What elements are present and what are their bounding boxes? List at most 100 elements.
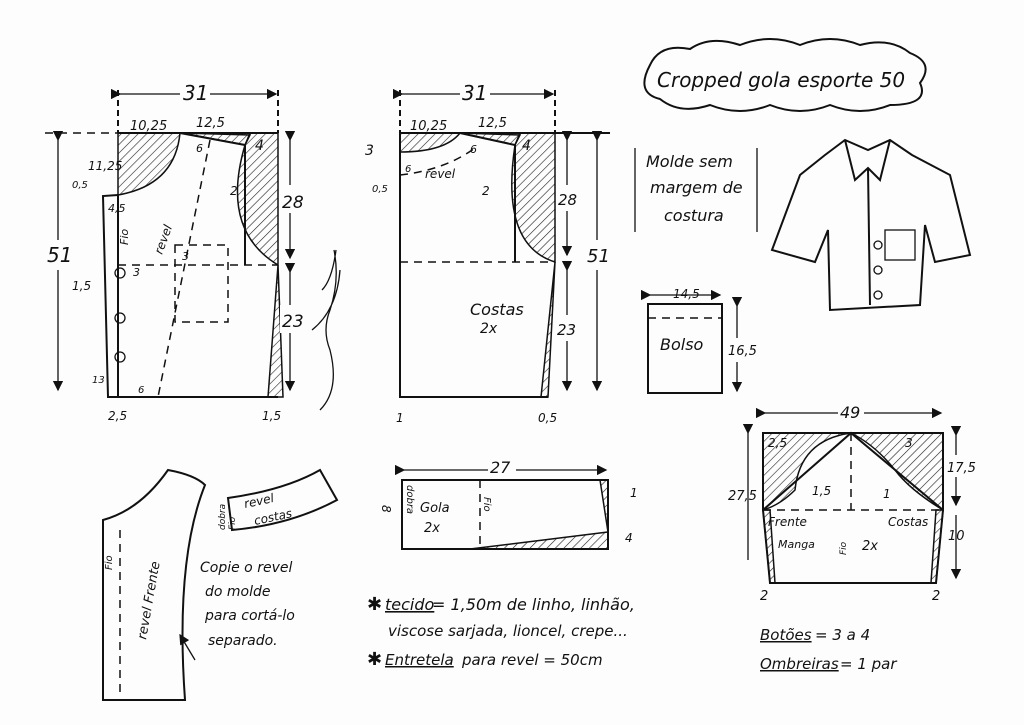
front-lower-label: 23 xyxy=(282,312,304,332)
sleeve-back-curve: 1 xyxy=(883,487,891,501)
shoulder-pads-text: = 1 par xyxy=(840,655,897,673)
front-facing-piece: Fio revel Frente xyxy=(102,468,207,701)
shoulder-pads-label: Ombreiras xyxy=(760,655,839,673)
collar-grain: Fio xyxy=(481,497,492,512)
front-ext-width: 4,5 xyxy=(108,202,126,215)
buttons-label: Botões xyxy=(760,626,812,644)
front-curve: 1,5 xyxy=(72,279,91,293)
back-bodice-piece: 31 51 28 23 10,25 12,5 4 3 0,5 6 6 revel… xyxy=(365,80,613,425)
sleeve-hem-right: 2 xyxy=(932,589,940,604)
front-length-label: 51 xyxy=(47,243,72,267)
pocket-piece: 14,5 16,5 Bolso xyxy=(640,287,757,394)
pocket-label: Bolso xyxy=(660,335,704,354)
sleeve-back-label: Costas xyxy=(888,515,928,529)
back-qty: 2x xyxy=(480,321,498,337)
back-length-label: 51 xyxy=(587,246,610,267)
asterisk-icon: ✱ xyxy=(367,649,382,670)
collar-label: Gola xyxy=(420,501,450,516)
back-neck-small: 0,5 xyxy=(372,184,388,195)
instruction-line: para cortá-lo xyxy=(204,608,295,624)
fabric-text: = 1,50m de linho, linhão, xyxy=(432,595,635,614)
seam-allowance-note: Molde sem margem de costura xyxy=(634,148,758,232)
collar-width: 27 xyxy=(490,458,511,477)
back-neck-width: 10,25 xyxy=(410,119,447,134)
sleeve-front-curve: 1,5 xyxy=(812,484,831,498)
sleeve-total: 27,5 xyxy=(728,489,757,504)
front-grain: Fio xyxy=(118,229,131,245)
interfacing-label: Entretela xyxy=(385,651,454,669)
collar-piece: 27 dobra Gola 2x Fio 8 1 4 xyxy=(379,455,638,550)
front-button-top: 3 xyxy=(133,266,140,279)
front-neck-depth: 11,25 xyxy=(88,159,122,173)
front-revel-label: revel xyxy=(152,222,176,256)
sleeve-cap-height: 17,5 xyxy=(947,461,976,476)
front-width-label: 31 xyxy=(183,81,208,105)
fabric-label: tecido xyxy=(385,595,435,614)
sleeve-front-label: Frente xyxy=(768,515,807,529)
sleeve-width: 49 xyxy=(840,403,860,422)
interfacing-text: para revel = 50cm xyxy=(461,651,603,669)
sleeve-hem-left: 2 xyxy=(760,589,768,604)
facing-back-grain: Fio xyxy=(228,516,238,530)
front-ext-top: 0,5 xyxy=(72,180,88,191)
collar-top: 1 xyxy=(630,486,638,500)
facing-instructions: Copie o revel do molde para cortá-lo sep… xyxy=(200,560,295,649)
back-revel-label: revel xyxy=(425,167,456,181)
back-neck-mark: 6 xyxy=(470,143,477,156)
back-facing-piece: dobra Fio revel costas xyxy=(218,468,339,532)
back-piece-label: Costas xyxy=(470,300,524,319)
collar-height: 8 xyxy=(379,505,393,513)
instruction-line: do molde xyxy=(205,584,271,600)
back-hem-right: 0,5 xyxy=(538,411,557,425)
collar-bottom: 4 xyxy=(625,531,633,545)
front-hem-ext: 2,5 xyxy=(108,409,127,423)
sleeve-front-cap: 2,5 xyxy=(768,436,787,450)
button-mark xyxy=(114,267,126,279)
back-facing-depth: 6 xyxy=(405,164,411,175)
sleeve-label: Manga xyxy=(778,538,815,551)
front-side-hem: 1,5 xyxy=(262,409,281,423)
sleeve-piece: 49 27,5 17,5 10 2,5 3 1,5 1 Frente Costa… xyxy=(728,400,976,604)
facing-front-label: revel Frente xyxy=(135,560,163,640)
sleeve-back-cap: 3 xyxy=(905,436,913,450)
back-shoulder-drop: 4 xyxy=(522,138,531,154)
back-width-label: 31 xyxy=(462,81,487,105)
front-pocket-top: 3 xyxy=(182,250,189,263)
back-armhole: 2 xyxy=(482,184,490,198)
pattern-title: Cropped gola esporte 50 xyxy=(657,68,905,92)
sleeve-qty: 2x xyxy=(862,539,878,554)
facing-back-fold: dobra xyxy=(218,504,228,530)
collar-qty: 2x xyxy=(424,521,440,536)
instruction-line: separado. xyxy=(208,633,278,649)
collar-fold: dobra xyxy=(404,485,415,514)
back-lower-label: 23 xyxy=(557,321,576,339)
facing-front-grain: Fio xyxy=(104,555,115,570)
instruction-line: Copie o revel xyxy=(200,560,292,576)
front-bodice-piece: 31 51 28 23 10,25 12,5 4 11,25 0,5 4,5 6… xyxy=(45,80,308,423)
front-upper-label: 28 xyxy=(282,193,304,213)
front-neck-width: 10,25 xyxy=(130,119,167,134)
button-mark xyxy=(114,312,126,324)
materials-notes: ✱ tecido = 1,50m de linho, linhão, visco… xyxy=(367,594,897,673)
sleeve-lower: 10 xyxy=(948,529,965,544)
buttons-text: = 3 a 4 xyxy=(815,626,870,644)
title-cloud: Cropped gola esporte 50 xyxy=(643,38,927,112)
front-shoulder-drop: 4 xyxy=(255,138,264,154)
back-upper-label: 28 xyxy=(558,191,577,209)
facing-back-label-1: revel xyxy=(243,491,276,511)
back-shoulder: 12,5 xyxy=(478,116,507,131)
front-shoulder: 12,5 xyxy=(196,116,225,131)
back-hem-left: 1 xyxy=(396,411,404,425)
signature xyxy=(311,249,341,411)
front-hem-facing: 6 xyxy=(138,385,144,396)
button-mark xyxy=(114,351,126,363)
back-neck-depth: 3 xyxy=(365,143,374,159)
note-line-2: margem de xyxy=(650,178,743,197)
asterisk-icon: ✱ xyxy=(367,594,382,615)
front-armhole: 2 xyxy=(230,184,238,198)
fabric-text-2: viscose sarjada, lioncel, crepe... xyxy=(388,622,628,640)
pocket-height: 16,5 xyxy=(728,344,757,359)
sleeve-grain: Fio xyxy=(839,541,849,555)
